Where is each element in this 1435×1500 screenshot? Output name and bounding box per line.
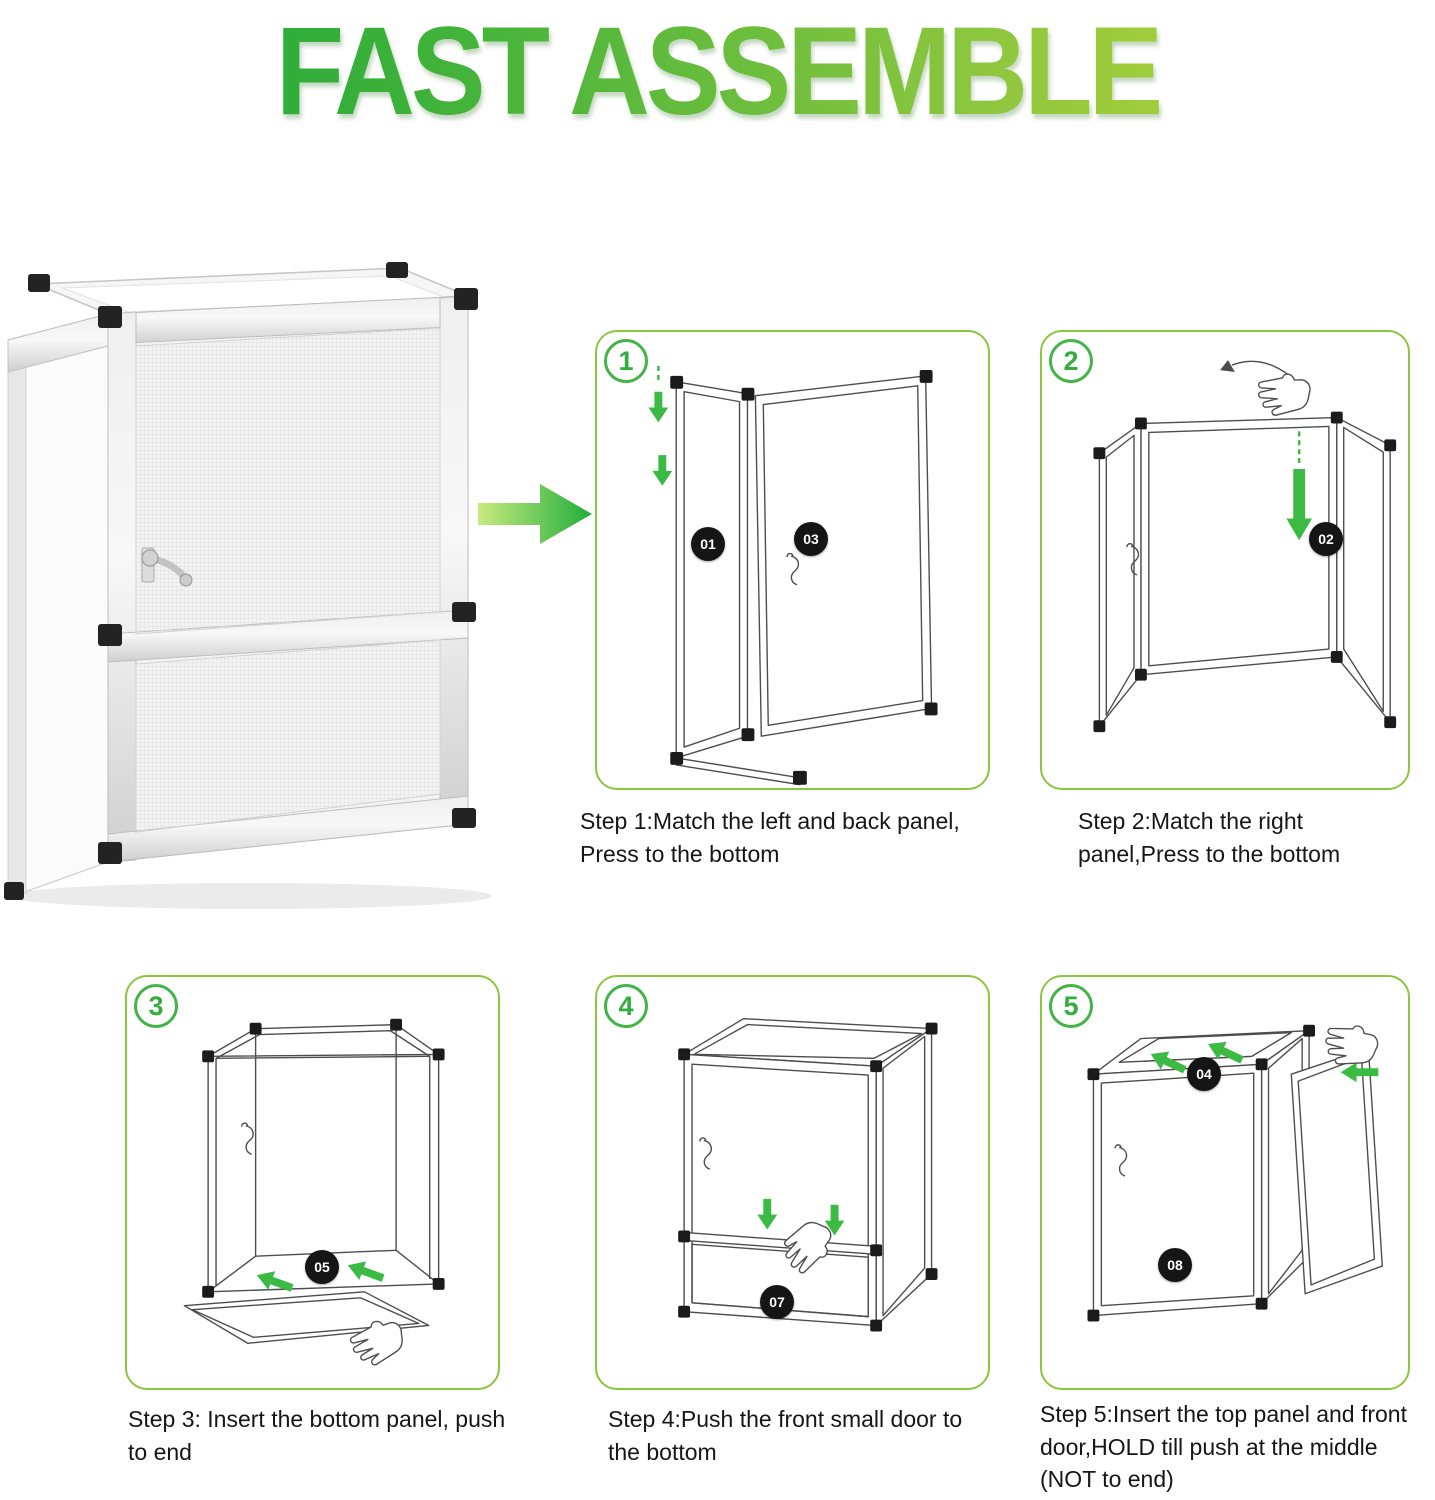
step-1-number-badge: 1 (604, 339, 648, 383)
step-1-illustration (648, 365, 938, 786)
step-4-number-badge: 4 (604, 984, 648, 1028)
step-5-caption: Step 5:Insert the top panel and front do… (1040, 1401, 1407, 1493)
step-2-panel: 2 (1040, 330, 1410, 790)
step-2-number-badge: 2 (1049, 339, 1093, 383)
step-5-panel: 5 04 08 (1040, 975, 1410, 1390)
part-badge-05: 05 (305, 1250, 339, 1284)
step-2-caption: Step 2:Match the right panel,Press to th… (1078, 808, 1341, 867)
step-4-panel: 4 (595, 975, 990, 1390)
part-badge-07: 07 (760, 1285, 794, 1319)
part-badge-08: 08 (1158, 1248, 1192, 1282)
part-badge-02: 02 (1309, 522, 1343, 556)
product-photo (4, 262, 492, 909)
step-4-illustration (678, 1017, 938, 1332)
part-badge-03: 03 (794, 522, 828, 556)
step-1-caption: Step 1:Match the left and back panel, Pr… (580, 808, 960, 867)
step-3-number-badge: 3 (134, 984, 178, 1028)
step-1-panel: 1 01 03 (595, 330, 990, 790)
step-2-illustration (1093, 360, 1397, 733)
step-5-number-badge: 5 (1049, 984, 1093, 1028)
latch (141, 547, 193, 587)
step-3-caption: Step 3: Insert the bottom panel, push to… (128, 1406, 506, 1465)
page-title: FAST ASSEMBLE (0, 2, 1435, 140)
step-5-illustration (1087, 1024, 1383, 1322)
part-badge-01: 01 (691, 527, 725, 561)
step-3-illustration (183, 1018, 445, 1366)
flow-arrow-icon (478, 484, 592, 544)
step-3-panel: 3 (125, 975, 500, 1390)
step-4-caption: Step 4:Push the front small door to the … (608, 1406, 963, 1465)
part-badge-04: 04 (1187, 1057, 1221, 1091)
